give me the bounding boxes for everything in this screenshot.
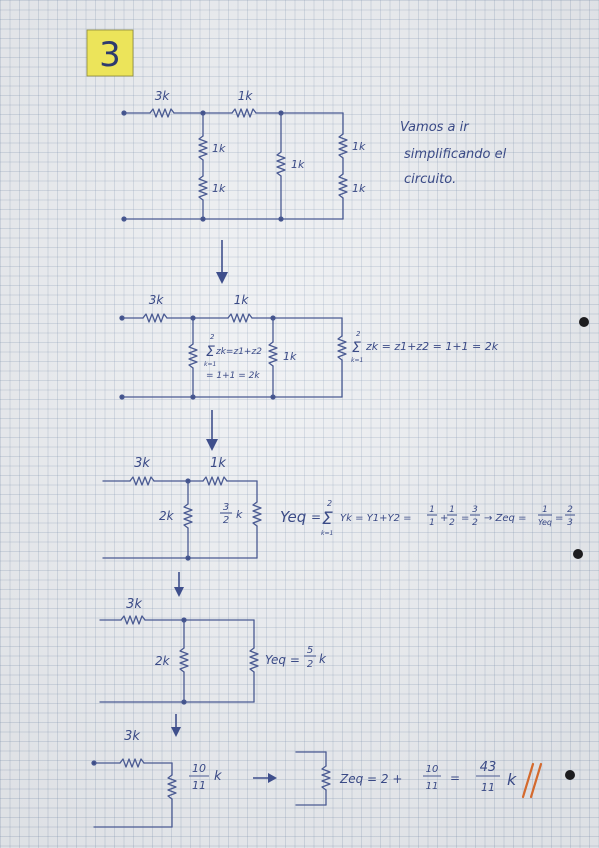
stage1-r2-label: 1k [238,89,254,103]
stage2-left-sum-bottom: k=1 [204,361,216,368]
svg-text:3: 3 [472,505,478,515]
final-frac-den: 11 [426,781,439,792]
svg-text:1: 1 [429,518,435,528]
stage2-right-sum-sigma: Σ [352,340,361,356]
stage2-rmid-label: 1k [283,350,297,363]
circuit-stage-4 [99,615,259,705]
circuit-stage-1 [121,108,348,222]
stage4-r1-label: 3k [126,597,142,612]
final-result-den: 11 [481,781,495,794]
stage3-equation: Yeq = 2 Σ k=1 Yk = Y1+Y2 = 1 1 + 1 2 = 3… [280,499,575,537]
svg-text:1: 1 [542,505,548,515]
stage5-r-num: 10 [192,762,206,775]
svg-text:Σ: Σ [322,509,333,529]
stage2-right-sum-top: 2 [356,330,361,338]
stage4-unit: k [319,652,327,666]
answer-check-mark [521,762,543,799]
stage3-r1-label: 3k [134,456,150,471]
stage3-r2-label: 1k [210,456,226,471]
note-line-2: simplificando el [404,147,507,162]
binder-hole [573,549,583,559]
stage5-r-den: 11 [192,779,206,792]
stage3-rright-den: 2 [223,515,229,526]
final-zeq-label: Zeq = 2 + [339,772,402,786]
stage2-r1-label: 3k [149,293,165,307]
svg-text:→ Zeq =: → Zeq = [484,513,526,524]
stage1-r7-label: 1k [352,182,366,195]
stage2-left-sum-result: = 1+1 = 2k [206,371,260,381]
arrow-down-icon [206,410,218,451]
stage5-r1-label: 3k [124,729,140,744]
stage3-rleft-label: 2k [159,509,175,523]
note-line-1: Vamos a ir [400,120,470,135]
stage2-right-sum-expr: zk = z1+z2 = 1+1 = 2k [365,340,499,353]
svg-text:Yeq: Yeq [280,508,306,526]
problem-number-highlight [86,29,134,77]
svg-text:2: 2 [327,499,332,508]
stage2-left-sum-top: 2 [210,333,215,341]
final-result-unit: k [507,770,517,789]
stage3-rright-num: 3 [223,502,229,513]
stage1-r3-label: 1k [212,142,226,155]
stage1-r6-label: 1k [352,140,366,153]
arrow-down-icon [174,572,184,597]
stage4-yeq-den: 2 [307,659,313,670]
svg-text:2: 2 [567,505,573,515]
stage2-left-sum-expr: zk=z1+z2 [215,347,262,357]
stage2-right-sum-bottom: k=1 [351,357,363,364]
svg-text:1: 1 [429,505,435,515]
binder-hole [565,770,575,780]
binder-hole [579,317,589,327]
svg-text:3: 3 [567,518,573,528]
stage2-left-sum-sigma: Σ [206,344,215,360]
svg-text:k=1: k=1 [321,530,333,537]
svg-text:=: = [555,513,563,524]
stage4-yeq-num: 5 [307,645,313,656]
note-line-3: circuito. [404,172,456,187]
final-frac-num: 10 [426,764,439,775]
svg-text:2: 2 [472,518,478,528]
final-circuit [295,751,331,806]
stage1-r1-label: 3k [155,89,171,103]
stage2-r2-label: 1k [234,293,250,307]
circuit-stage-3 [102,476,262,561]
arrow-down-icon [216,240,228,284]
svg-text:1: 1 [449,505,455,515]
svg-text:Yeq: Yeq [538,518,552,527]
svg-text:2: 2 [449,518,455,528]
stage4-yeq-label: Yeq = [265,653,300,667]
svg-text:Yk = Y1+Y2 =: Yk = Y1+Y2 = [340,513,412,524]
stage1-r5-label: 1k [291,158,305,171]
svg-text:=: = [461,513,469,524]
stage3-rright-unit: k [236,508,243,521]
circuit-stage-2 [119,313,347,400]
stage4-rleft-label: 2k [155,654,171,668]
final-result-num: 43 [480,760,497,775]
final-eq: = [450,771,460,785]
arrow-right-icon [253,773,277,783]
svg-text:+: + [440,513,448,524]
arrow-down-icon [171,714,181,737]
problem-number: 3 [99,35,121,75]
stage5-unit: k [214,769,222,784]
svg-text:=: = [311,510,321,524]
circuit-stage-5 [91,758,177,828]
stage1-r4-label: 1k [212,182,226,195]
